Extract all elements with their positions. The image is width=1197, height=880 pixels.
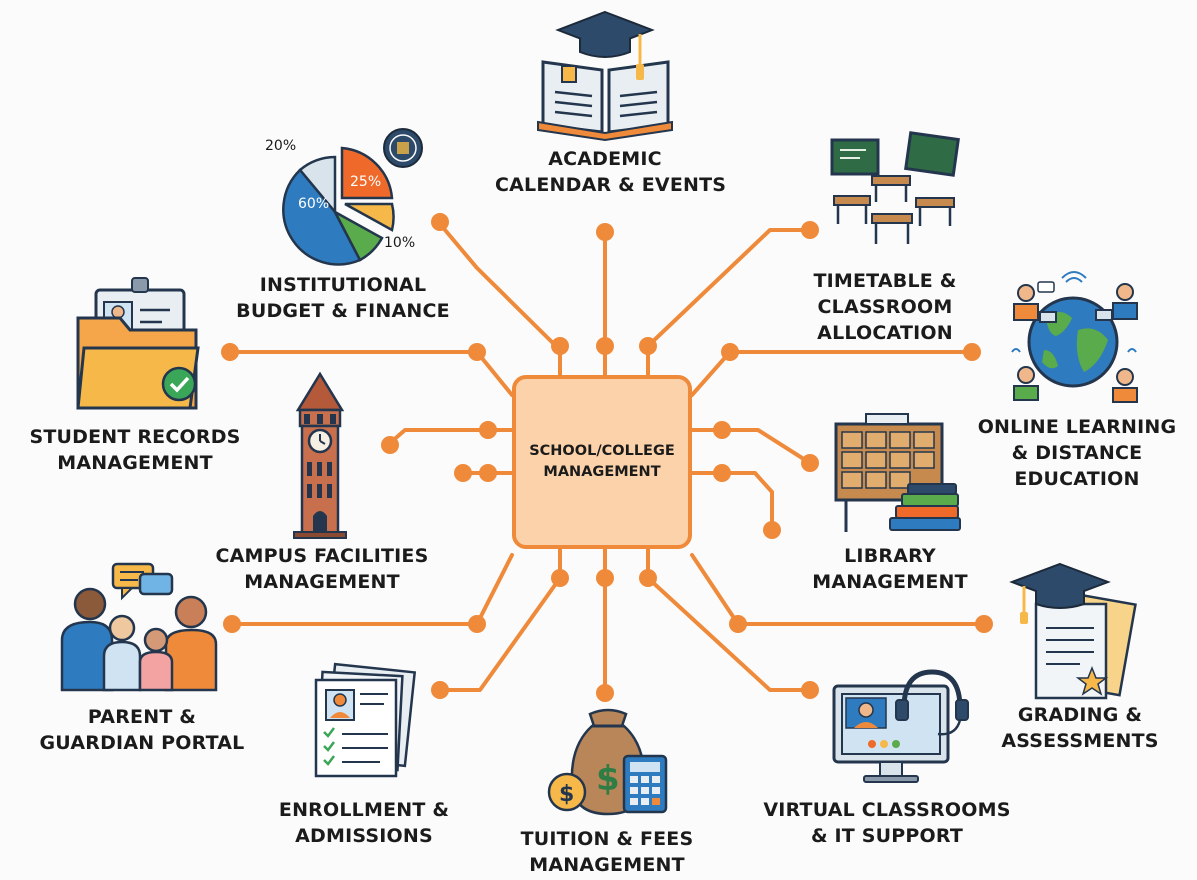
connector-library-a	[690, 428, 812, 465]
folder-id-card-icon	[76, 277, 200, 410]
label-timetable: TIMETABLE & CLASSROOM ALLOCATION	[813, 270, 957, 344]
label-student-records: STUDENT RECORDS MANAGEMENT	[29, 426, 241, 474]
pie-chart-icon: 20% 25% 60% 10%	[265, 128, 423, 266]
label-enrollment: ENROLLMENT & ADMISSIONS	[278, 799, 450, 847]
connector-enrollment	[438, 547, 562, 692]
hub-line-2: MANAGEMENT	[543, 464, 661, 480]
pie-label-60: 60%	[298, 196, 329, 212]
hub-box: SCHOOL/COLLEGE MANAGEMENT	[512, 375, 692, 549]
monitor-headset-icon	[832, 669, 969, 783]
connector-academic-right	[646, 228, 812, 377]
label-grading: GRADING & ASSESSMENTS	[1001, 704, 1159, 752]
label-virtual-classrooms: VIRTUAL CLASSROOMS & IT SUPPORT	[763, 799, 1011, 847]
label-online-learning: ONLINE LEARNING & DISTANCE EDUCATION	[977, 416, 1177, 490]
label-budget-finance: INSTITUTIONAL BUDGET & FINANCE	[236, 274, 450, 322]
connector-student-records	[228, 350, 514, 397]
connector-budget	[438, 222, 562, 377]
pie-label-10: 10%	[384, 235, 415, 251]
svg-text:$: $	[596, 759, 620, 799]
globe-remote-learners-icon	[1011, 271, 1138, 403]
family-chat-icon	[60, 562, 218, 692]
label-campus-facilities: CAMPUS FACILITIES MANAGEMENT	[215, 545, 429, 593]
label-academic-calendar: ACADEMIC CALENDAR & EVENTS	[495, 148, 727, 196]
hub-line-1: SCHOOL/COLLEGE	[529, 443, 675, 459]
open-book-graduation-cap-icon	[537, 10, 673, 142]
classroom-desks-icon	[830, 131, 960, 244]
pie-label-20: 20%	[265, 138, 296, 154]
clock-tower-icon	[293, 371, 347, 539]
money-bag-calculator-icon: $ $	[547, 708, 668, 816]
connector-virtual	[646, 547, 812, 692]
connector-nodes	[221, 213, 993, 702]
connector-library-b	[690, 471, 774, 530]
application-forms-icon	[314, 662, 417, 778]
label-library: LIBRARY MANAGEMENT	[812, 545, 968, 593]
label-tuition: TUITION & FEES MANAGEMENT	[520, 828, 694, 876]
card-catalog-books-icon	[834, 413, 961, 532]
certificate-cap-icon	[1009, 562, 1137, 700]
pie-label-25: 25%	[350, 174, 381, 190]
label-parent-portal: PARENT & GUARDIAN PORTAL	[39, 706, 245, 754]
svg-text:$: $	[559, 782, 574, 807]
